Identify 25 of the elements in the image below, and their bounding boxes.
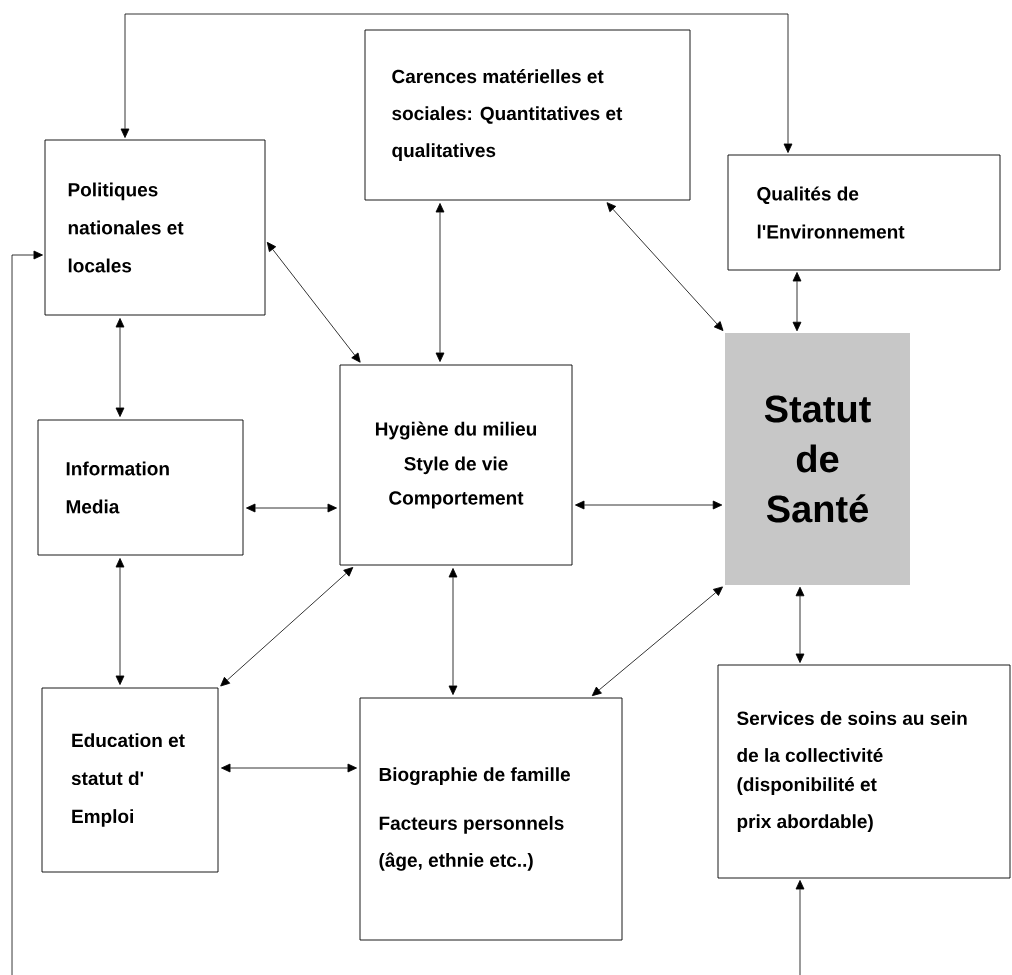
- text-box: Qualités de l'Environnement: [727, 154, 1001, 271]
- double-arrow: [606, 202, 724, 331]
- text-box: Biographie de famille Facteurs personnels (âge, ethnie etc..): [359, 697, 623, 941]
- double-arrow: [575, 500, 723, 510]
- double-arrow: [246, 503, 337, 513]
- double-arrow: [120, 13, 793, 153]
- double-arrow: [448, 568, 458, 695]
- text-box: Education et statut d' Emploi: [41, 687, 219, 873]
- text-box: Politiques nationales et locales: [44, 139, 266, 316]
- double-arrow: [435, 203, 445, 362]
- text-box: Carences matérielles et sociales: Quantitatives et qualitatives: [364, 29, 691, 201]
- text-box: Services de soins au sein de la collectivité (disponibilité et prix abordable): [717, 664, 1011, 879]
- text-box: Hygiène du milieu Style de vie Comportement: [339, 364, 573, 566]
- text-box: Information Media: [37, 419, 244, 556]
- double-arrow: [591, 586, 723, 697]
- status-box: Statut de Santé: [725, 333, 910, 585]
- double-arrow: [115, 318, 125, 417]
- arrow: [795, 880, 805, 975]
- double-arrow: [266, 241, 361, 363]
- double-arrow: [795, 586, 805, 663]
- double-arrow: [115, 558, 125, 685]
- double-arrow: [792, 272, 802, 332]
- double-arrow: [220, 567, 354, 687]
- arrow: [11, 250, 43, 975]
- double-arrow: [221, 763, 357, 773]
